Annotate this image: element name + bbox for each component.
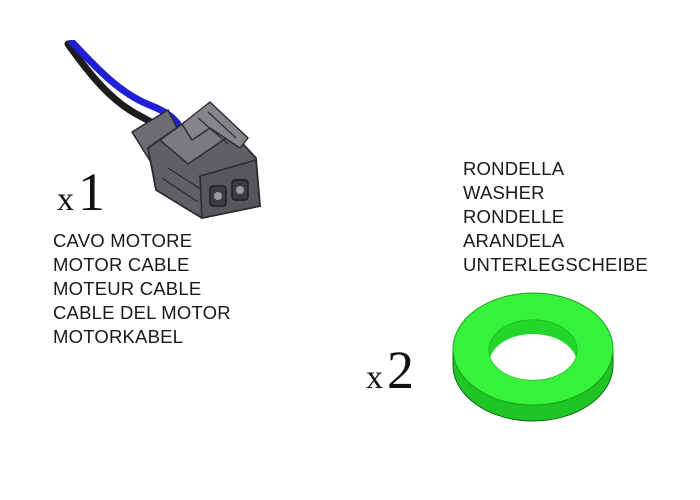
cable-quantity-number: 1 (78, 162, 105, 222)
washer-label-it: RONDELLA (463, 158, 565, 179)
connector-latch (181, 101, 249, 149)
cable-label-it: CAVO MOTORE (53, 230, 193, 251)
washer-label-en: WASHER (463, 182, 545, 203)
washer-quantity-prefix: x (366, 359, 383, 396)
washer-labels: RONDELLA WASHER RONDELLE ARANDELA UNTERL… (463, 157, 648, 277)
cable-label-es: CABLE DEL MOTOR (53, 302, 231, 323)
washer-quantity: x 2 (366, 343, 414, 397)
washer-quantity-number: 2 (387, 340, 414, 400)
cable-quantity-prefix: x (57, 181, 74, 218)
cable-label-fr: MOTEUR CABLE (53, 278, 202, 299)
washer-label-es: ARANDELA (463, 230, 565, 251)
motor-cable-image (64, 40, 261, 219)
cable-label-en: MOTOR CABLE (53, 254, 190, 275)
washer-label-de: UNTERLEGSCHEIBE (463, 254, 648, 275)
blue-wire (68, 40, 182, 128)
washer-label-fr: RONDELLE (463, 206, 565, 227)
washer-image (452, 292, 614, 422)
cable-label-de: MOTORKABEL (53, 326, 184, 347)
cable-labels: CAVO MOTORE MOTOR CABLE MOTEUR CABLE CAB… (53, 229, 231, 349)
cable-quantity: x 1 (57, 165, 105, 219)
